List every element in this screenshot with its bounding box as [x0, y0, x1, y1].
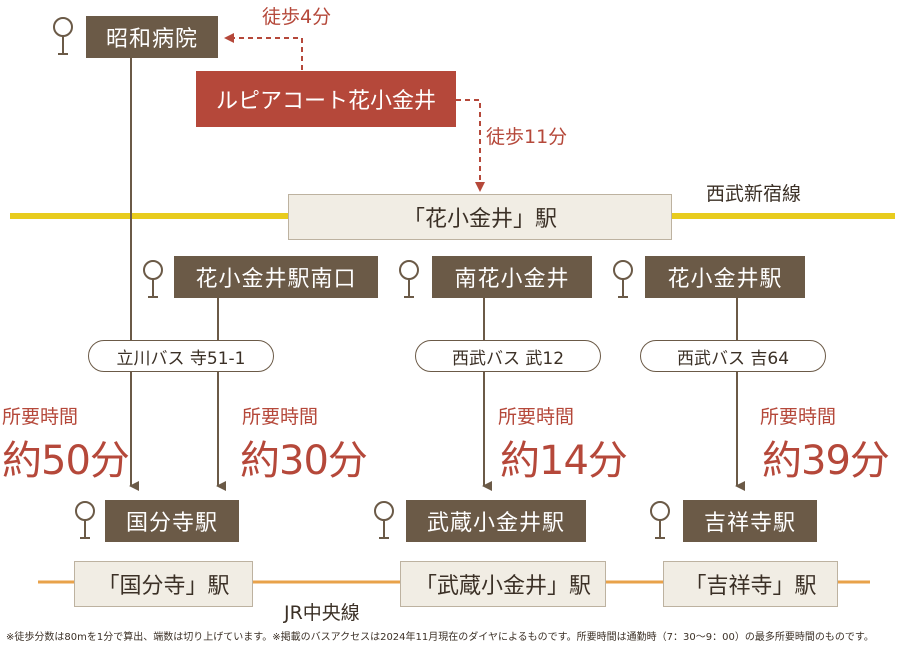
- walk-arrow-to-station: [456, 99, 485, 192]
- jr-kichijoji-label: 「吉祥寺」駅: [684, 574, 817, 599]
- time-value-50: 約50分: [2, 438, 130, 484]
- seibu-line-label: 西武新宿線: [706, 183, 802, 205]
- dest-kokubunji-label: 国分寺駅: [125, 511, 218, 536]
- bus-route-seibu-kichi-label: 西武バス 吉64: [676, 348, 790, 369]
- bus-route-seibu-musashi-label: 西武バス 武12: [451, 348, 565, 369]
- bus-stop-icon-minamiguchi: [143, 260, 163, 298]
- dest-musashikoganei-label: 武蔵小金井駅: [426, 511, 565, 536]
- time-label-50: 所要時間: [2, 406, 79, 428]
- bus-stop-icon-kokubunji: [75, 501, 95, 539]
- busstop-hanaeki-label: 花小金井駅: [667, 267, 783, 292]
- time-value-39: 約39分: [762, 438, 890, 484]
- walk-to-hospital-label: 徒歩4分: [262, 6, 332, 28]
- time-label-14: 所要時間: [498, 406, 575, 428]
- bus-stop-icon-musashikoganei: [374, 501, 394, 539]
- jr-musashikoganei-label: 「武蔵小金井」駅: [414, 574, 591, 599]
- busstop-minamiguchi-label: 花小金井駅南口: [195, 267, 357, 292]
- dest-kichijoji-label: 吉祥寺駅: [703, 511, 796, 536]
- bus-route-tachikawa: 立川バス 寺51-1: [88, 340, 274, 372]
- bus-route-seibu-musashi: 西武バス 武12: [415, 340, 601, 372]
- time-value-14: 約14分: [500, 438, 628, 484]
- bus-stop-icon-minamihana: [399, 260, 419, 298]
- jr-kokubunji-box: 「国分寺」駅: [74, 561, 253, 607]
- hospital-label: 昭和病院: [105, 27, 198, 52]
- dest-musashikoganei-box: 武蔵小金井駅: [406, 500, 586, 542]
- time-label-39: 所要時間: [760, 406, 837, 428]
- time-label-30: 所要時間: [242, 406, 319, 428]
- busstop-minamihana-label: 南花小金井: [454, 267, 570, 292]
- walk-to-station-label: 徒歩11分: [486, 126, 568, 148]
- busstop-hanaeki-box: 花小金井駅: [645, 256, 805, 298]
- hanakoganei-station-label: 「花小金井」駅: [402, 207, 557, 232]
- hospital-box: 昭和病院: [86, 16, 218, 58]
- time-value-30: 約30分: [240, 438, 368, 484]
- busstop-minamihana-box: 南花小金井: [432, 256, 592, 298]
- jr-musashikoganei-box: 「武蔵小金井」駅: [400, 561, 606, 607]
- footnote: ※徒歩分数は80mを1分で算出、端数は切り上げています。※掲載のバスアクセスは2…: [6, 632, 874, 643]
- dest-kokubunji-box: 国分寺駅: [105, 500, 239, 542]
- dest-kichijoji-box: 吉祥寺駅: [683, 500, 817, 542]
- walk-arrow-to-hospital: [224, 33, 303, 70]
- hanakoganei-station-box: 「花小金井」駅: [288, 194, 672, 240]
- bus-route-tachikawa-label: 立川バス 寺51-1: [116, 348, 246, 369]
- jr-kichijoji-box: 「吉祥寺」駅: [663, 561, 838, 607]
- property-label: ルピアコート花小金井: [215, 89, 436, 114]
- property-box: ルピアコート花小金井: [196, 71, 456, 127]
- bus-route-seibu-kichi: 西武バス 吉64: [640, 340, 826, 372]
- jr-kokubunji-label: 「国分寺」駅: [97, 574, 230, 599]
- busstop-minamiguchi-box: 花小金井駅南口: [174, 256, 378, 298]
- bus-stop-icon-hospital: [53, 17, 73, 55]
- bus-stop-icon-hanaeki: [613, 260, 633, 298]
- jr-line-label: JR中央線: [284, 602, 360, 624]
- bus-stop-icon-kichijoji: [650, 501, 670, 539]
